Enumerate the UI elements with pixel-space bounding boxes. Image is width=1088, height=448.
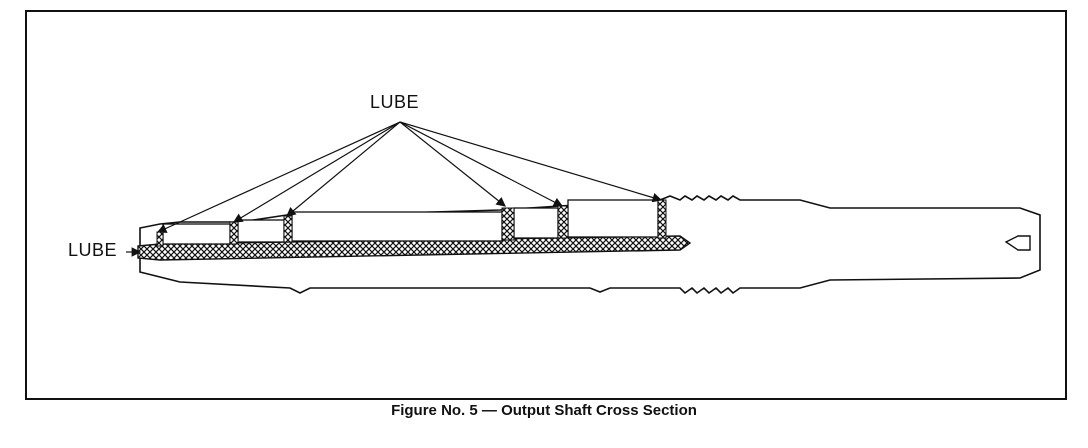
lube-hole xyxy=(657,199,667,239)
lube-label-top: LUBE xyxy=(370,92,420,112)
lube-hole xyxy=(156,231,164,247)
lube-hole xyxy=(501,207,515,241)
cavity xyxy=(237,219,285,243)
lube-hole xyxy=(283,215,293,243)
cavity xyxy=(567,199,659,238)
figure-caption: Figure No. 5 — Output Shaft Cross Sectio… xyxy=(391,402,697,419)
cavity xyxy=(291,211,503,242)
figure-frame xyxy=(25,10,1067,400)
lube-passage xyxy=(137,235,692,261)
cavity xyxy=(162,223,231,245)
cavity xyxy=(513,207,559,239)
lube-hole xyxy=(557,205,569,239)
shaft-end-center xyxy=(1004,235,1031,251)
lube-leader-lines xyxy=(156,121,663,233)
lube-label-left: LUBE xyxy=(68,240,118,260)
lube-hole xyxy=(229,221,239,245)
